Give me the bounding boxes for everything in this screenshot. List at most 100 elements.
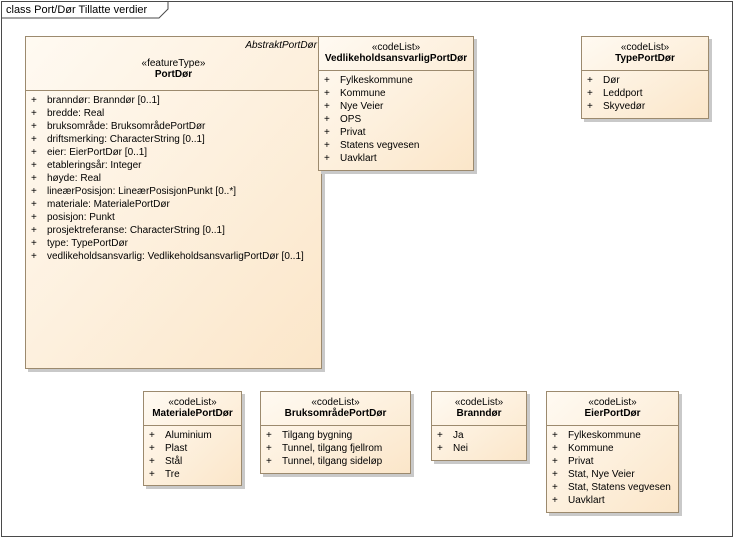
attribute-text: Fylkeskommune — [568, 430, 641, 441]
attribute-item: +Tre — [144, 468, 241, 481]
attribute-list: +Fylkeskommune+Kommune+Privat+Stat, Nye … — [547, 426, 678, 507]
visibility-public-marker: + — [324, 75, 330, 86]
attribute-item: +Aluminium — [144, 429, 241, 442]
attribute-item: +Stat, Statens vegvesen — [547, 481, 678, 494]
attribute-text: Uavklart — [340, 153, 377, 164]
abstract-superclass-label: AbstraktPortDør — [245, 40, 317, 51]
attribute-text: Kommune — [568, 443, 614, 454]
attribute-text: Plast — [165, 443, 188, 454]
visibility-public-marker: + — [149, 456, 155, 467]
class-compartment-divider — [547, 425, 678, 426]
attribute-text: OPS — [340, 114, 362, 125]
attribute-list: +Ja+ Nei — [432, 426, 526, 455]
attribute-text: Leddport — [603, 88, 643, 99]
class-branndor[interactable]: «codeList» Branndør +Ja+ Nei — [431, 391, 527, 461]
visibility-public-marker: + — [31, 173, 37, 184]
attribute-list: +Aluminium+Plast+Stål+Tre — [144, 426, 241, 481]
class-stereotype: «codeList» — [311, 397, 360, 408]
attribute-text: Fylkeskommune — [340, 75, 413, 86]
visibility-public-marker: + — [324, 101, 330, 112]
attribute-item: + driftsmerking: CharacterString [0..1] — [26, 133, 321, 146]
attribute-text: bruksområde: BruksområdePortDør — [47, 121, 206, 132]
attribute-item: + bruksområde: BruksområdePortDør — [26, 120, 321, 133]
attribute-item: +Kommune — [547, 442, 678, 455]
visibility-public-marker: + — [437, 443, 443, 454]
attribute-item: +type: TypePortDør — [26, 237, 321, 250]
attribute-text: Tunnel, tilgang sideløp — [282, 456, 383, 467]
attribute-list: +Fylkeskommune+Kommune+Nye Veier+OPS+Pri… — [319, 71, 473, 165]
class-stereotype: «codeList» — [371, 42, 421, 53]
attribute-text: vedlikeholdsansvarlig: Vedlikeholdsansva… — [47, 251, 304, 262]
visibility-public-marker: + — [31, 212, 37, 223]
visibility-public-marker: + — [552, 482, 558, 493]
class-header: «codeList» MaterialePortDør — [144, 392, 241, 425]
class-portdor[interactable]: AbstraktPortDør «featureType» PortDør +b… — [25, 36, 322, 369]
class-compartment-divider — [319, 70, 473, 71]
attribute-item: + Nei — [432, 442, 526, 455]
attribute-item: + branndør: Branndør [0..1] — [26, 94, 321, 107]
attribute-text: type: TypePortDør — [47, 238, 128, 249]
attribute-item: +Leddport — [582, 87, 708, 100]
attribute-item: + Tilgang bygning — [261, 429, 410, 442]
attribute-text: prosjektreferanse: CharacterString [0..1… — [47, 225, 225, 236]
frame-title: class Port/Dør Tillatte verdier — [6, 4, 148, 16]
class-bruksomradeportdor[interactable]: «codeList» BruksområdePortDør +Tilgang b… — [260, 391, 411, 474]
attribute-text: bredde: Real — [47, 108, 105, 119]
attribute-text: Tilgang bygning — [282, 430, 353, 441]
attribute-item: +lineærPosisjon: LineærPosisjonPunkt [0.… — [26, 185, 321, 198]
attribute-item: +høyde: Real — [26, 172, 321, 185]
visibility-public-marker: + — [324, 153, 330, 164]
attribute-item: +eier: EierPortDør [0..1] — [26, 146, 321, 159]
attribute-text: Skyvedør — [603, 101, 646, 112]
attribute-text: Uavklart — [568, 495, 605, 506]
visibility-public-marker: + — [31, 134, 37, 145]
class-vedlikeholdsansvarligportdor[interactable]: «codeList» VedlikeholdsansvarligPortDør … — [318, 36, 474, 171]
visibility-public-marker: + — [266, 443, 272, 454]
attribute-text: Nei — [453, 443, 469, 454]
visibility-public-marker: + — [31, 251, 37, 262]
frame-title-tab: class Port/Dør Tillatte verdier — [1, 1, 169, 19]
class-stereotype: «featureType» — [141, 58, 206, 69]
attribute-text: Nye Veier — [340, 101, 384, 112]
visibility-public-marker: + — [266, 430, 272, 441]
visibility-public-marker: + — [31, 95, 37, 106]
class-name: VedlikeholdsansvarligPortDør — [324, 53, 468, 64]
attribute-item: +Ja — [432, 429, 526, 442]
attribute-text: Aluminium — [165, 430, 212, 441]
attribute-text: etableringsår: Integer — [47, 160, 142, 171]
attribute-item: + Uavklart — [319, 152, 473, 165]
visibility-public-marker: + — [552, 456, 558, 467]
visibility-public-marker: + — [31, 121, 37, 132]
class-typeportdor[interactable]: «codeList» TypePortDør +Dør+Leddport+Sky… — [581, 36, 709, 119]
attribute-item: +Dør — [582, 74, 708, 87]
attribute-text: materiale: MaterialePortDør — [47, 199, 170, 210]
visibility-public-marker: + — [266, 456, 272, 467]
attribute-item: +Uavklart — [547, 494, 678, 507]
attribute-text: driftsmerking: CharacterString [0..1] — [47, 134, 205, 145]
class-header: «codeList» EierPortDør — [547, 392, 678, 425]
attribute-text: Privat — [340, 127, 366, 138]
visibility-public-marker: + — [31, 108, 37, 119]
visibility-public-marker: + — [31, 186, 37, 197]
class-name: Branndør — [456, 408, 502, 419]
class-compartment-divider — [261, 425, 410, 426]
attribute-item: +etableringsår: Integer — [26, 159, 321, 172]
attribute-text: branndør: Branndør [0..1] — [47, 95, 160, 106]
attribute-item: +Privat — [547, 455, 678, 468]
class-materialeportdor[interactable]: «codeList» MaterialePortDør +Aluminium+P… — [143, 391, 242, 486]
attribute-text: Kommune — [340, 88, 386, 99]
attribute-item: +Plast — [144, 442, 241, 455]
attribute-item: +Stat, Nye Veier — [547, 468, 678, 481]
attribute-item: + bredde: Real — [26, 107, 321, 120]
attribute-text: posisjon: Punkt — [47, 212, 115, 223]
attribute-item: +Statens vegvesen — [319, 139, 473, 152]
attribute-item: + vedlikeholdsansvarlig: Vedlikeholdsansv… — [26, 250, 321, 263]
class-compartment-divider — [432, 425, 526, 426]
class-header: «codeList» Branndør — [432, 392, 526, 425]
attribute-item: + Fylkeskommune — [319, 74, 473, 87]
attribute-item: +materiale: MaterialePortDør — [26, 198, 321, 211]
class-stereotype: «codeList» — [620, 42, 670, 53]
class-eierportdor[interactable]: «codeList» EierPortDør +Fylkeskommune+Ko… — [546, 391, 679, 513]
attribute-item: +Fylkeskommune — [547, 429, 678, 442]
class-compartment-divider — [144, 425, 241, 426]
